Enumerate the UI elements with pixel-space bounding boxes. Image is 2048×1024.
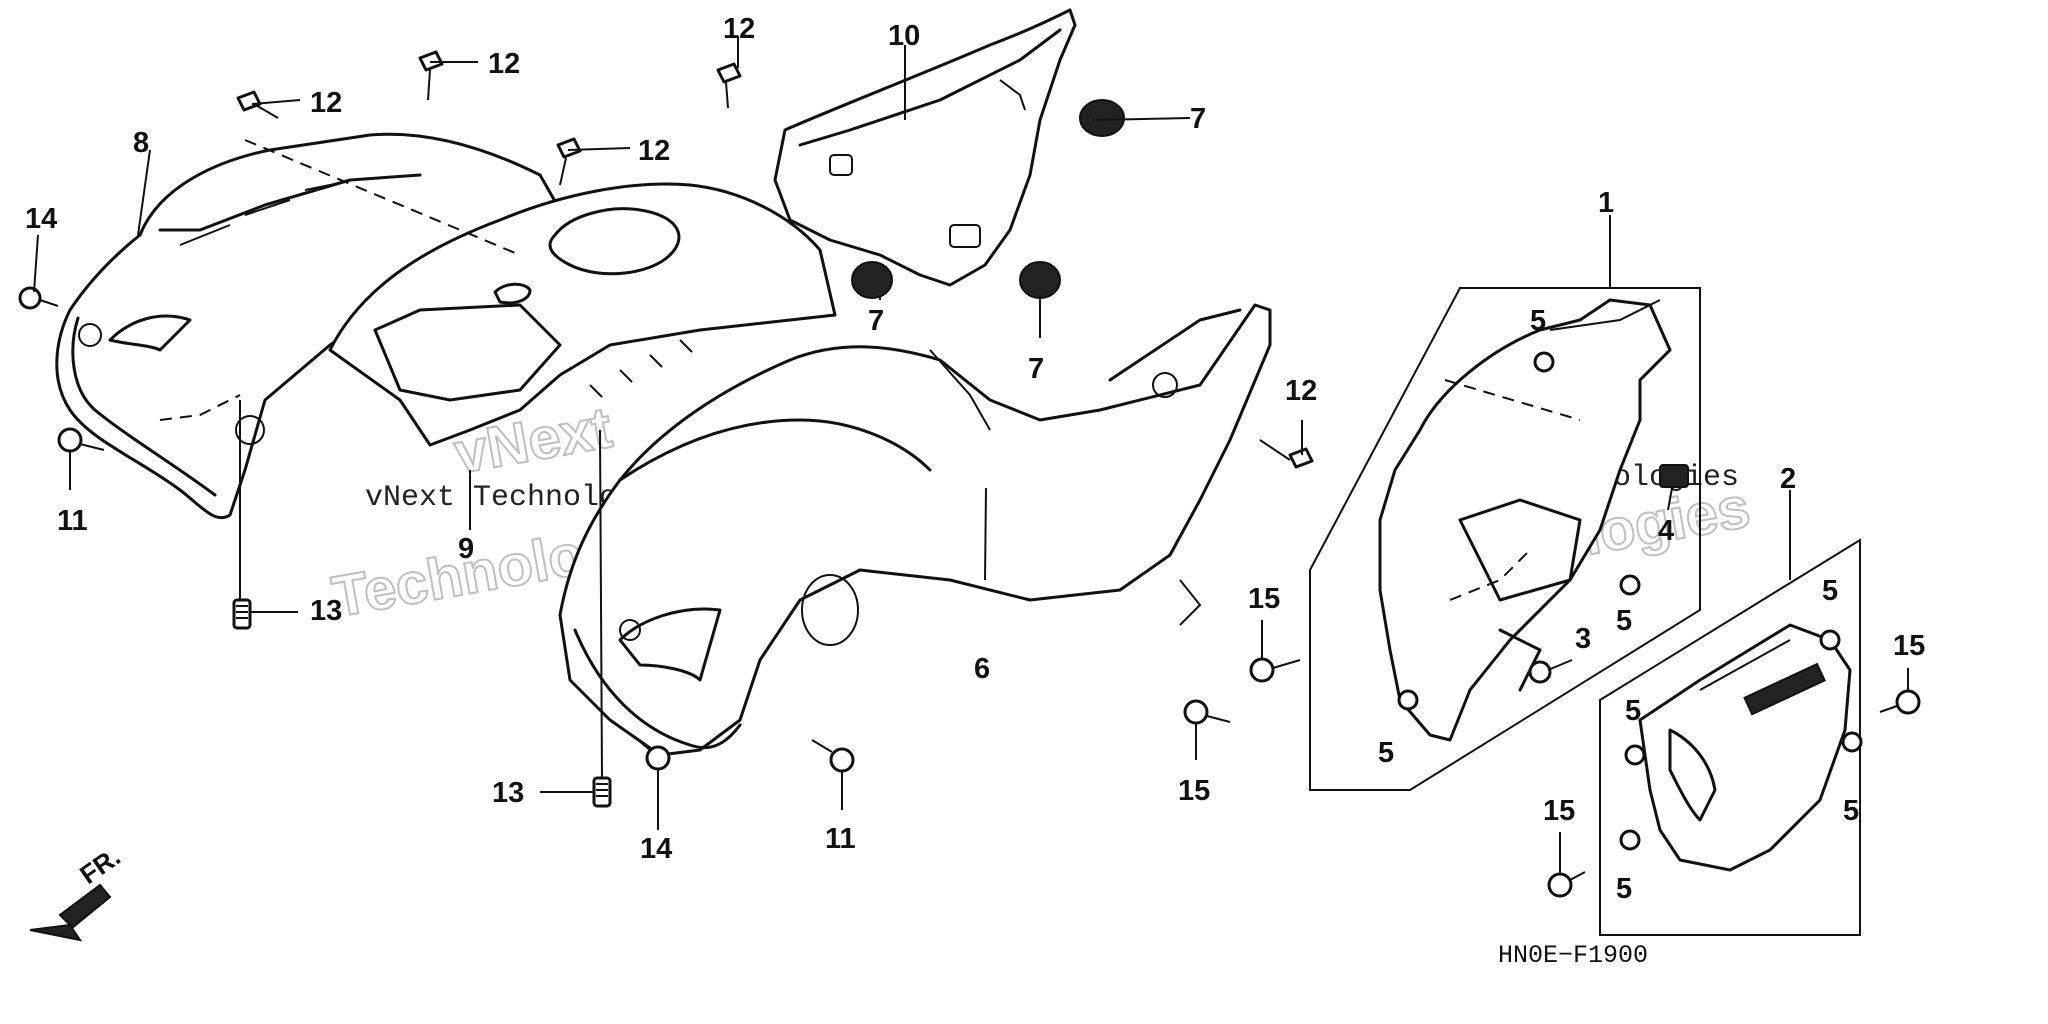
grommet (851, 261, 893, 299)
arrow-down-left-icon (29, 883, 112, 942)
callout-2: 2 (1780, 463, 1796, 495)
part-rear-fender (55, 132, 562, 520)
fastener-bolt (811, 739, 855, 773)
nut (1619, 574, 1641, 596)
nut (1624, 744, 1646, 766)
dashed-reference-line (1449, 549, 1531, 601)
callout-15: 15 (1248, 583, 1280, 615)
fastener-bolt (631, 734, 671, 771)
callout-10: 10 (888, 20, 920, 52)
grommet (1019, 261, 1061, 299)
nut (1619, 829, 1641, 851)
callout-13: 13 (310, 595, 342, 627)
part-front-fender (558, 303, 1272, 757)
callout-8: 8 (133, 127, 149, 159)
callout-11: 11 (825, 823, 856, 855)
diagram-code: HN0E−F1900 (1498, 941, 1648, 970)
dashed-reference-line (244, 139, 521, 256)
washer (1528, 660, 1552, 684)
fastener-bolt (1879, 689, 1921, 715)
nut (1819, 629, 1841, 651)
assembly-box-2 (1599, 538, 1861, 936)
callout-1: 1 (1598, 187, 1614, 219)
callout-9: 9 (458, 533, 474, 565)
fastener-bolt (18, 286, 59, 310)
dashed-reference-line (1444, 379, 1581, 421)
nut (1841, 731, 1863, 753)
callout-5: 5 (1530, 305, 1546, 337)
callout-4: 4 (1658, 515, 1674, 547)
callout-5: 5 (1616, 873, 1632, 905)
assembly-box-1 (1309, 287, 1701, 791)
nut (1397, 689, 1419, 711)
callout-11: 11 (57, 505, 88, 537)
leader-lines (33, 36, 1909, 874)
grommet (1079, 99, 1125, 137)
callout-12: 12 (488, 48, 520, 80)
callout-7: 7 (1190, 103, 1206, 135)
callout-14: 14 (25, 203, 57, 235)
part-inner-cover (1378, 298, 1689, 742)
fastener-bolt (1547, 871, 1586, 898)
front-label: FR. (74, 841, 126, 890)
fastener-bolt (1183, 699, 1231, 725)
callout-7: 7 (868, 305, 884, 337)
nut (1533, 351, 1555, 373)
front-direction-indicator: FR. (29, 841, 126, 942)
callout-15: 15 (1893, 630, 1925, 662)
fastener-screw (418, 50, 444, 101)
callout-6: 6 (974, 653, 990, 685)
callout-12: 12 (310, 87, 342, 119)
callout-14: 14 (640, 833, 672, 865)
part-outer-cover (1638, 623, 1852, 872)
dashed-reference-line (159, 394, 241, 421)
fastener-screw (556, 137, 582, 186)
callout-12: 12 (723, 13, 755, 45)
part-center-plate (328, 182, 837, 447)
callout-3: 3 (1575, 623, 1591, 655)
callout-5: 5 (1625, 695, 1641, 727)
fastener-screw (1259, 439, 1314, 469)
callout-5: 5 (1616, 605, 1632, 637)
fastener-bolt (1249, 657, 1301, 683)
part-side-cover (773, 8, 1077, 287)
fastener-screw (592, 776, 612, 808)
callout-5: 5 (1822, 575, 1838, 607)
callout-13: 13 (492, 777, 524, 809)
callout-12: 12 (638, 135, 670, 167)
callout-15: 15 (1178, 775, 1210, 807)
callout-5: 5 (1378, 737, 1394, 769)
fastener-screw (716, 62, 742, 109)
callout-7: 7 (1028, 353, 1044, 385)
fastener-screw (236, 90, 279, 119)
callout-12: 12 (1285, 375, 1317, 407)
fastener-screw (232, 598, 252, 630)
callout-5: 5 (1843, 795, 1859, 827)
callout-15: 15 (1543, 795, 1575, 827)
